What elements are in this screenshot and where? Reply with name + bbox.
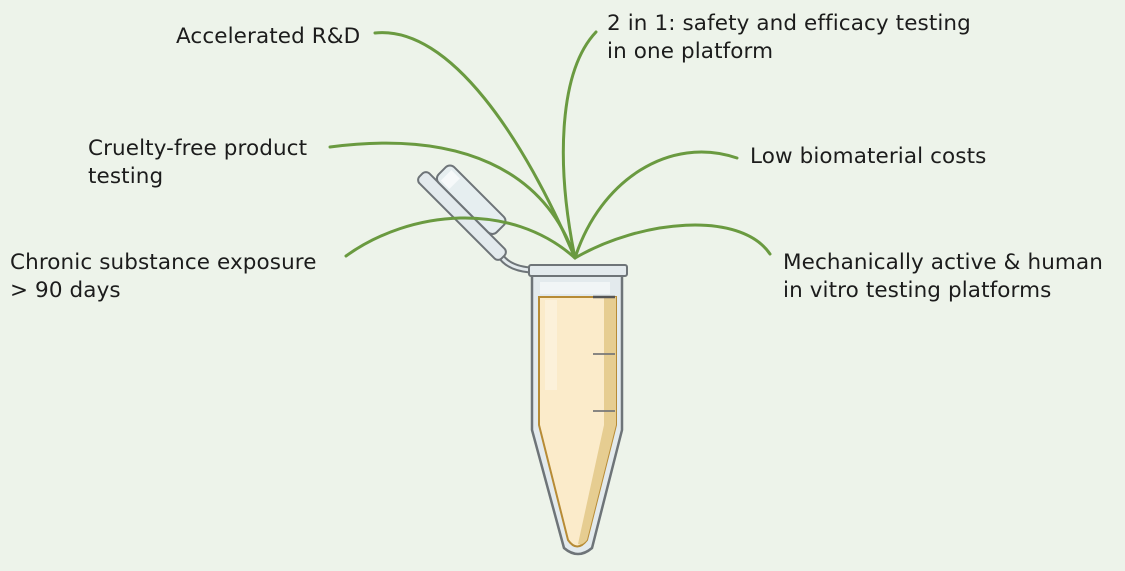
label-accelerated-rd: Accelerated R&D: [176, 23, 360, 51]
label-mechanically-active: Mechanically active & human in vitro tes…: [783, 249, 1103, 305]
leaf-mechanical: [573, 223, 772, 260]
label-line: in vitro testing platforms: [783, 278, 1052, 303]
label-low-biomaterial-costs: Low biomaterial costs: [750, 143, 986, 171]
microcentrifuge-tube-icon: [417, 164, 628, 556]
tube-liquid-shade: [578, 297, 616, 545]
label-line: Mechanically active & human: [783, 250, 1103, 275]
label-line: 2 in 1: safety and efficacy testing: [607, 11, 971, 36]
label-line: > 90 days: [10, 278, 121, 303]
plant-sprout-icon: [328, 30, 772, 260]
leaf-cruelty: [328, 141, 577, 260]
label-line: Chronic substance exposure: [10, 250, 317, 275]
label-two-in-one: 2 in 1: safety and efficacy testing in o…: [607, 10, 971, 66]
tube-glass-highlight: [540, 282, 610, 294]
label-chronic-exposure: Chronic substance exposure > 90 days: [10, 249, 317, 305]
label-cruelty-free: Cruelty-free product testing: [88, 135, 307, 191]
leaf-biomaterial: [573, 150, 739, 260]
tube-liquid-highlight: [545, 300, 557, 390]
tube-rim: [528, 264, 628, 277]
label-line: Cruelty-free product: [88, 136, 308, 161]
label-line: in one platform: [607, 39, 774, 64]
leaf-chronic: [344, 216, 577, 260]
label-line: Low biomaterial costs: [750, 144, 987, 169]
label-line: testing: [88, 164, 164, 189]
leaf-accelerated: [373, 31, 577, 260]
tube-lid: [417, 164, 507, 261]
leaf-two-in-one: [561, 30, 598, 260]
label-line: Accelerated R&D: [176, 24, 361, 49]
